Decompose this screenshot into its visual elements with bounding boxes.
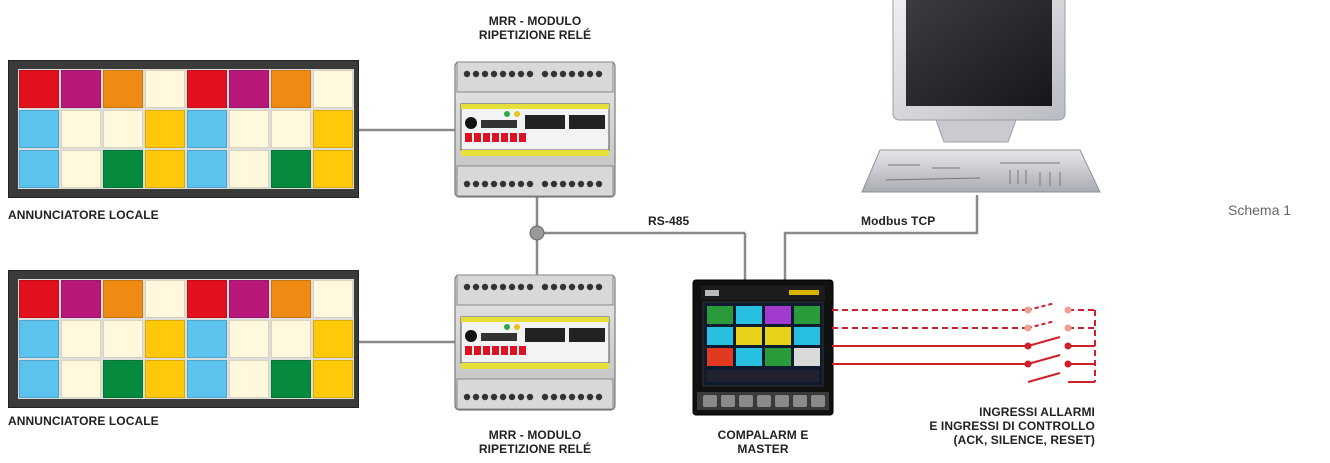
annunciator-window — [61, 70, 101, 108]
annunciator-grid — [18, 279, 354, 399]
annunciator-window — [19, 70, 59, 108]
annunciator-window — [271, 70, 311, 108]
annunciator-window — [229, 320, 269, 358]
annunciator-window — [271, 110, 311, 148]
annunciator-window — [313, 280, 353, 318]
annunciator-window — [103, 360, 143, 398]
annunciator-window — [187, 320, 227, 358]
annunciator-window — [313, 360, 353, 398]
mrr-top-label-line1: MRR - MODULO — [488, 14, 582, 28]
annunciator-window — [187, 360, 227, 398]
keyboard — [861, 149, 1101, 193]
annunciator-window — [229, 110, 269, 148]
inputs-label: INGRESSI ALLARMI E INGRESSI DI CONTROLLO… — [880, 405, 1095, 447]
annunciator-window — [187, 70, 227, 108]
annunciator-window — [145, 150, 185, 188]
annunciator-window — [103, 150, 143, 188]
annunciator-window — [103, 70, 143, 108]
inputs-label-line1: INGRESSI ALLARMI — [979, 405, 1095, 419]
computer-workstation — [861, 0, 1101, 193]
mrr-module-bottom — [454, 274, 616, 411]
annunciator-window — [145, 70, 185, 108]
annunciator-top-label: ANNUNCIATORE LOCALE — [8, 208, 159, 222]
mrr-bottom-label: MRR - MODULO RIPETIZIONE RELÉ — [455, 428, 615, 456]
monitor-stand — [935, 119, 1017, 143]
compalarm-master-panel — [692, 279, 834, 416]
annunciator-window — [145, 360, 185, 398]
annunciator-bottom — [8, 270, 359, 408]
mrr-module-top — [454, 61, 616, 198]
annunciator-window — [19, 110, 59, 148]
annunciator-window — [145, 280, 185, 318]
rs485-label: RS-485 — [648, 214, 690, 228]
compalarm-label-line1: COMPALARM E — [717, 428, 809, 442]
monitor-screen — [906, 0, 1052, 106]
mrr-bottom-label-line1: MRR - MODULO — [488, 428, 582, 442]
annunciator-window — [187, 110, 227, 148]
annunciator-window — [61, 150, 101, 188]
annunciator-window — [61, 320, 101, 358]
annunciator-window — [187, 150, 227, 188]
annunciator-window — [103, 280, 143, 318]
annunciator-window — [145, 320, 185, 358]
annunciator-window — [313, 320, 353, 358]
annunciator-window — [61, 110, 101, 148]
annunciator-window — [61, 280, 101, 318]
bus-junction — [529, 225, 545, 241]
mrr-top-label-line2: RIPETIZIONE RELÉ — [478, 28, 592, 42]
annunciator-bottom-label: ANNUNCIATORE LOCALE — [8, 414, 159, 428]
annunciator-window — [313, 110, 353, 148]
mrr-top-label: MRR - MODULO RIPETIZIONE RELÉ — [455, 14, 615, 42]
annunciator-window — [187, 280, 227, 318]
compalarm-label-line2: MASTER — [737, 442, 789, 456]
annunciator-window — [271, 280, 311, 318]
annunciator-window — [19, 150, 59, 188]
annunciator-grid — [18, 69, 354, 189]
annunciator-window — [229, 70, 269, 108]
inputs-label-line3: (ACK, SILENCE, RESET) — [953, 433, 1095, 447]
alarm-input-lines — [832, 302, 1096, 383]
connection-lines — [358, 128, 979, 344]
annunciator-window — [19, 320, 59, 358]
annunciator-window — [313, 150, 353, 188]
annunciator-window — [145, 110, 185, 148]
annunciator-window — [61, 360, 101, 398]
modbus-line — [783, 195, 979, 280]
compalarm-screen-tiles — [707, 306, 820, 366]
annunciator-window — [103, 110, 143, 148]
compalarm-label: COMPALARM E MASTER — [693, 428, 833, 456]
annunciator-top — [8, 60, 359, 198]
annunciator-window — [229, 150, 269, 188]
annunciator-window — [229, 280, 269, 318]
annunciator-window — [19, 360, 59, 398]
inputs-label-line2: E INGRESSI DI CONTROLLO — [929, 419, 1095, 433]
annunciator-window — [271, 320, 311, 358]
annunciator-window — [229, 360, 269, 398]
annunciator-window — [103, 320, 143, 358]
annunciator-window — [313, 70, 353, 108]
mrr-bottom-label-line2: RIPETIZIONE RELÉ — [478, 442, 592, 456]
alarm-input-contacts — [1024, 306, 1072, 368]
annunciator-window — [19, 280, 59, 318]
annunciator-window — [271, 150, 311, 188]
annunciator-window — [271, 360, 311, 398]
modbus-label: Modbus TCP — [861, 214, 936, 228]
schema-label: Schema 1 — [1228, 202, 1292, 218]
